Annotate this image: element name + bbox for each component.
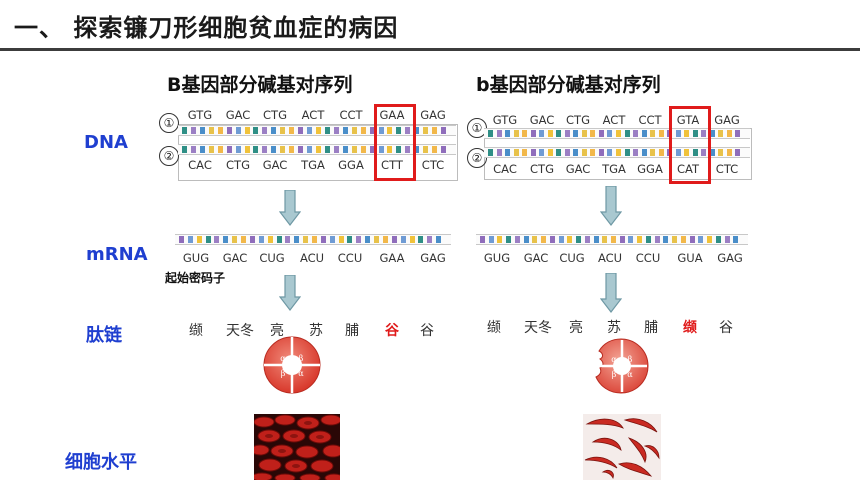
right-dna1-codon-5: CCT [638,113,662,127]
right-dna2-codon-1: CAC [493,162,517,176]
right-mrna-codon-6: GUA [677,251,703,265]
left-dna1-codon-3: CTG [263,108,287,122]
right-dna1-codon-2: GAC [529,113,555,127]
left-mrna-codon-6: GAA [379,251,405,265]
right-dna-strand-2 [484,147,750,158]
right-dna-strand-1 [484,128,750,139]
left-panel-heading: B基因部分碱基对序列 [167,74,353,96]
left-amino-acid-3: 亮 [270,323,284,339]
right-amino-acid-4: 苏 [607,320,621,336]
right-arrow-down-icon-1 [600,186,622,226]
right-strand-2-number: ② [467,148,487,168]
right-arrow-down-icon-2 [600,273,622,313]
right-dna1-codon-1: GTG [492,113,518,127]
left-amino-acid-7: 谷 [420,323,434,339]
left-mrna-codon-7: GAG [420,251,446,265]
left-dna1-codon-7: GAG [420,108,446,122]
right-dna1-codon-7: GAG [714,113,740,127]
right-amino-acid-5: 脯 [644,320,658,336]
hb2-alpha-2: α [627,370,633,379]
left-dna1-codon-5: CCT [339,108,363,122]
right-mrna-codon-3: CUG [559,251,585,265]
normal-hemoglobin-icon: α β α β [263,336,321,394]
right-amino-acid-7: 谷 [719,320,733,336]
sickle-red-blood-cells-image [583,414,661,480]
right-dna2-codon-7: CTC [715,162,739,176]
left-amino-acid-5: 脯 [345,323,359,339]
abnormal-hemoglobin-icon: α β α β [595,338,649,394]
left-mutation-highlight [374,104,416,181]
right-amino-acid-3: 亮 [569,320,583,336]
hb-alpha-2: α [298,369,304,378]
right-dna2-codon-6: CAT [676,162,700,176]
left-mrna-strand [175,234,451,245]
left-mrna-codon-1: GUG [182,251,210,265]
left-dna1-codon-1: GTG [187,108,213,122]
right-dna1-codon-4: ACT [602,113,626,127]
left-mrna-codon-4: ACU [299,251,325,265]
left-amino-acid-1: 缬 [189,323,203,339]
row-label-cell: 细胞水平 [65,452,137,473]
left-dna-strand-1 [178,125,456,136]
left-mrna-codon-3: CUG [259,251,285,265]
left-dna2-codon-2: CTG [226,158,250,172]
left-dna2-codon-4: TGA [301,158,325,172]
right-dna1-codon-3: CTG [566,113,590,127]
left-dna2-codon-6: CTT [381,158,403,172]
right-amino-acid-6: 缬 [683,320,697,336]
right-dna2-codon-2: CTG [530,162,554,176]
left-amino-acid-2: 天冬 [226,323,254,339]
left-dna2-codon-1: CAC [188,158,212,172]
right-mrna-codon-4: ACU [597,251,623,265]
left-arrow-down-icon-2 [279,275,301,311]
right-mrna-strand [476,234,748,245]
row-label-peptide: 肽链 [86,325,122,346]
left-mrna-codon-2: GAC [222,251,248,265]
hb-beta-2: β [281,369,286,378]
hb2-beta-1: β [628,355,633,364]
left-dna2-codon-5: GGA [338,158,364,172]
right-mrna-codon-2: GAC [523,251,549,265]
left-strand-2-number: ② [159,146,179,166]
row-label-mrna: mRNA [86,244,148,265]
left-dna2-codon-7: CTC [421,158,445,172]
right-mrna-codon-1: GUG [483,251,511,265]
left-amino-acid-6: 谷 [385,323,399,339]
title-underline [0,48,860,51]
right-dna1-codon-6: GTA [676,113,700,127]
left-dna1-codon-2: GAC [225,108,251,122]
left-dna-strand-2 [178,144,456,155]
right-amino-acid-2: 天冬 [524,320,552,336]
row-label-dna: DNA [84,132,128,153]
normal-red-blood-cells-image [254,414,340,480]
left-dna1-codon-6: GAA [379,108,405,122]
left-amino-acid-4: 苏 [309,323,323,339]
left-dna1-codon-4: ACT [301,108,325,122]
right-panel-heading: b基因部分碱基对序列 [476,74,661,96]
left-strand-1-number: ① [159,113,179,133]
left-dna2-codon-3: GAC [262,158,288,172]
right-dna2-codon-4: TGA [602,162,626,176]
right-amino-acid-1: 缬 [487,320,501,336]
hb2-beta-2: β [612,370,617,379]
right-dna2-codon-3: GAC [565,162,591,176]
start-codon-note: 起始密码子 [165,271,226,285]
hb2-alpha-1: α [611,355,617,364]
left-arrow-down-icon-1 [279,190,301,226]
right-dna2-codon-5: GGA [637,162,663,176]
left-mrna-codon-5: CCU [337,251,363,265]
page-title: 一、 探索镰刀形细胞贫血症的病因 [14,14,399,42]
hb-beta-1: β [299,354,304,363]
right-mrna-codon-7: GAG [717,251,743,265]
right-mrna-codon-5: CCU [635,251,661,265]
hb-alpha-1: α [280,354,286,363]
right-mutation-highlight [669,106,711,184]
